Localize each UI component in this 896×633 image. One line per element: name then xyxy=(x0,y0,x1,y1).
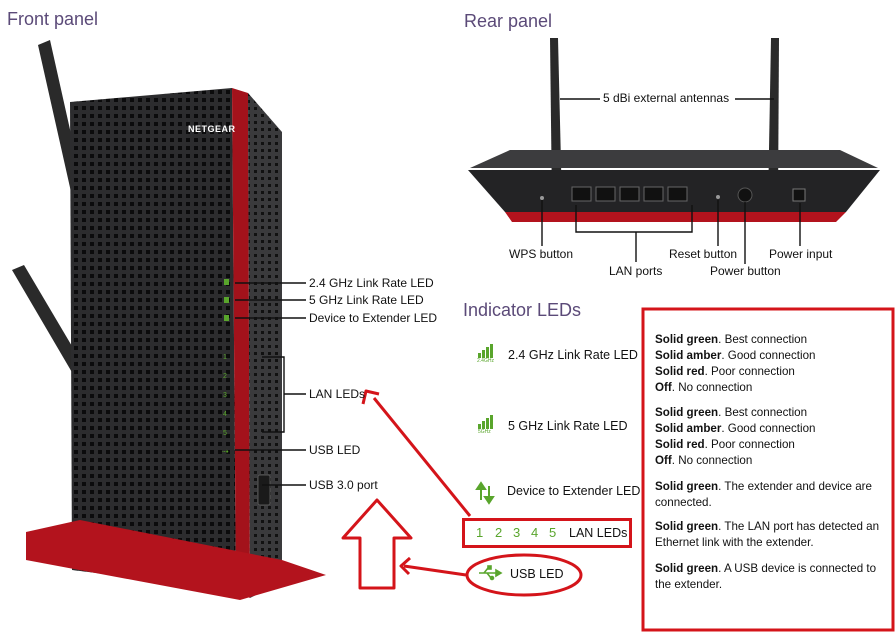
front-label-24ghz: 2.4 GHz Link Rate LED xyxy=(309,276,434,290)
desc-5-line-2: Solid amber. Good connection xyxy=(655,422,816,435)
annotation-arrows xyxy=(341,389,472,590)
front-label-device-to-extender: Device to Extender LED xyxy=(309,311,438,325)
desc-24-line-1: Solid green. Best connection xyxy=(655,333,808,346)
signal-5-sublabel: 5GHz xyxy=(478,429,491,435)
description-device-to-extender: Solid green. The extender and device are… xyxy=(655,480,872,509)
desc-24-line-3: Solid red. Poor connection xyxy=(655,365,795,378)
indicator-device-to-extender-label: Device to Extender LED xyxy=(507,484,641,498)
signal-5-icon xyxy=(478,415,493,429)
front-leader-lines xyxy=(235,282,306,486)
desc-5-line-3: Solid red. Poor connection xyxy=(655,438,795,451)
front-label-lan-leds: LAN LEDs xyxy=(309,387,366,401)
device-to-extender-icon xyxy=(475,481,495,505)
description-lan: Solid green. The LAN port has detected a… xyxy=(655,520,880,549)
desc-5-line-4: Off. No connection xyxy=(655,454,753,467)
usb-icon xyxy=(479,565,503,581)
front-led-3: 3 xyxy=(223,392,227,399)
led-dev-icon xyxy=(224,315,229,321)
front-led-2: 2 xyxy=(223,373,227,380)
indicator-usb-led-label: USB LED xyxy=(510,567,564,581)
front-led-4: 4 xyxy=(223,411,227,418)
rear-label-power-button: Power button xyxy=(710,264,781,278)
desc-24-line-2: Solid amber. Good connection xyxy=(655,349,816,362)
power-input-shape xyxy=(792,188,806,202)
indicator-lan-3: 3 xyxy=(513,525,521,540)
front-label-5ghz: 5 GHz Link Rate LED xyxy=(309,293,424,307)
indicator-lan-1: 1 xyxy=(476,525,484,540)
description-highlight-box xyxy=(641,307,895,632)
front-led-1: 1 xyxy=(223,354,227,361)
rear-label-power-input: Power input xyxy=(769,247,833,261)
wps-button-shape xyxy=(540,196,544,200)
reset-button-shape xyxy=(716,195,720,199)
rear-leader-lines xyxy=(541,98,801,264)
desc-24-line-4: Off. No connection xyxy=(655,381,753,394)
front-led-5: 5 xyxy=(223,430,227,437)
indicator-24ghz-label: 2.4 GHz Link Rate LED xyxy=(508,348,638,362)
description-usb: Solid green. A USB device is connected t… xyxy=(655,562,877,591)
led-5-icon xyxy=(224,297,229,303)
desc-5-line-1: Solid green. Best connection xyxy=(655,406,808,419)
front-device-red-strip xyxy=(232,88,250,598)
rear-panel-heading: Rear panel xyxy=(464,11,553,31)
front-device-base xyxy=(26,520,326,600)
front-device-body xyxy=(70,88,236,590)
indicator-leds-heading: Indicator LEDs xyxy=(463,300,582,320)
front-label-usb-port: USB 3.0 port xyxy=(309,478,378,492)
rear-device-top xyxy=(470,150,878,168)
usb-led-highlight-ellipse xyxy=(465,553,583,597)
rear-label-wps: WPS button xyxy=(509,247,574,261)
indicator-5ghz-label: 5 GHz Link Rate LED xyxy=(508,419,628,433)
signal-24-icon xyxy=(478,344,493,358)
usb-port xyxy=(257,474,271,506)
front-device-side xyxy=(248,93,282,598)
power-button-shape xyxy=(737,187,753,203)
rear-lan-ports xyxy=(571,186,688,202)
rear-label-antennas: 5 dBi external antennas xyxy=(603,91,730,105)
indicator-lan-4: 4 xyxy=(531,525,539,540)
front-panel-heading: Front panel xyxy=(7,9,99,29)
rear-label-reset: Reset button xyxy=(669,247,738,261)
led-24-icon xyxy=(224,279,229,285)
indicator-lan-leds-label: LAN LEDs xyxy=(569,526,628,540)
indicator-lan-5: 5 xyxy=(549,525,557,540)
front-label-usb-led: USB LED xyxy=(309,443,361,457)
rear-label-lan-ports: LAN ports xyxy=(609,264,663,278)
usb-led-icon: ⇢ xyxy=(222,447,229,456)
indicator-lan-2: 2 xyxy=(495,525,503,540)
description-24ghz: Solid green. Best connection Solid amber… xyxy=(655,332,891,396)
rear-device-red-base xyxy=(505,212,846,222)
device-brand-logo: NETGEAR xyxy=(188,124,236,134)
description-5ghz: Solid green. Best connection Solid amber… xyxy=(655,405,891,469)
signal-24-sublabel: 2.4GHz xyxy=(477,358,494,364)
lan-leds-highlight-box xyxy=(462,518,632,548)
